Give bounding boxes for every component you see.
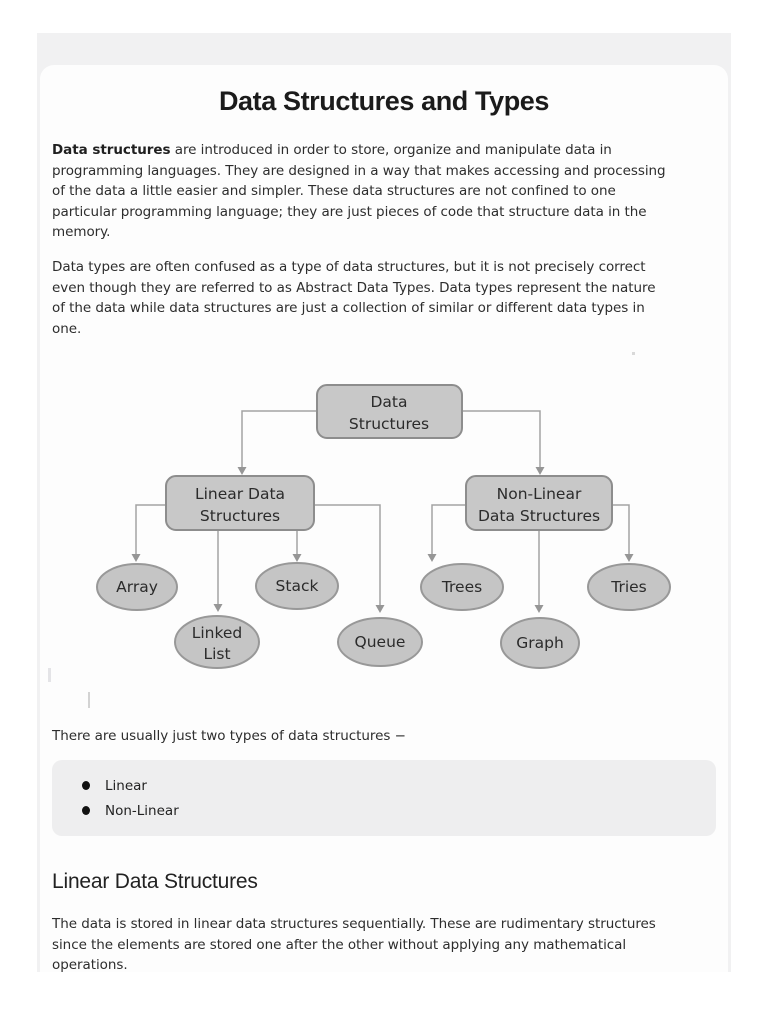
- text-line: Data types are often confused as a type …: [52, 259, 646, 275]
- list-item-label: Non-Linear: [105, 802, 179, 819]
- text-line: operations.: [52, 957, 128, 973]
- list-item-label: Linear: [105, 777, 147, 794]
- node-label: Structures: [349, 415, 429, 433]
- scan-artifact: [632, 352, 635, 355]
- diagram-node-root: Data Structures: [316, 384, 463, 439]
- diagram-node-nonlinear: Non-Linear Data Structures: [465, 475, 613, 531]
- diagram-node-queue: Queue: [337, 617, 423, 667]
- scan-artifact: [88, 692, 90, 708]
- node-label: Queue: [355, 633, 406, 651]
- diagram-node-tries: Tries: [587, 563, 671, 611]
- text-line: even though they are referred to as Abst…: [52, 279, 656, 296]
- node-label: List: [203, 645, 230, 663]
- text-line: Data structures are introduced in order …: [52, 140, 722, 161]
- node-label: Data: [370, 393, 407, 411]
- text-line: of the data while data structures are ju…: [52, 300, 645, 316]
- node-label: Array: [116, 578, 158, 596]
- types-list-box: Linear Non-Linear: [52, 760, 716, 836]
- diagram-connectors: [131, 410, 634, 613]
- text-line: There are usually just two types of data…: [52, 728, 406, 744]
- paragraph-data-types: Data types are often confused as a type …: [52, 257, 722, 339]
- diagram-node-array: Array: [96, 563, 178, 611]
- text-line: memory.: [52, 224, 111, 240]
- node-label: Trees: [441, 578, 482, 596]
- text-line: particular programming language; they ar…: [52, 203, 647, 220]
- types-intro-line: There are usually just two types of data…: [52, 726, 722, 747]
- node-label: Non-Linear: [497, 485, 582, 503]
- diagram-node-trees: Trees: [420, 563, 504, 611]
- scan-artifact: [48, 668, 51, 682]
- node-label: Tries: [610, 578, 646, 596]
- node-label: Stack: [276, 577, 319, 595]
- diagram-node-linked-list: Linked List: [174, 615, 260, 669]
- paragraph-linear-section: The data is stored in linear data struct…: [52, 914, 722, 976]
- diagram-node-stack: Stack: [255, 562, 339, 610]
- node-label: Linked: [192, 624, 243, 642]
- text-line: programming languages. They are designed…: [52, 162, 666, 179]
- list-item: Non-Linear: [82, 803, 716, 819]
- text-line: of the data a little easier and simpler.…: [52, 183, 616, 199]
- page-title: Data Structures and Types: [218, 86, 550, 116]
- paragraph-intro: Data structures are introduced in order …: [52, 140, 722, 243]
- document-page: Data Structures and Types Data structure…: [40, 65, 728, 973]
- section-heading-linear: Linear Data Structures: [52, 870, 258, 893]
- data-structures-diagram: Data Structures Linear Data Structures N…: [96, 384, 671, 669]
- diagram-node-graph: Graph: [500, 617, 580, 669]
- node-label: Structures: [200, 507, 280, 525]
- bold-lead-text: Data structures: [52, 142, 171, 158]
- bullet-icon: [82, 781, 90, 790]
- text-line: are introduced in order to store, organi…: [170, 142, 612, 158]
- diagram-node-linear: Linear Data Structures: [165, 475, 315, 531]
- node-label: Graph: [516, 634, 564, 652]
- node-label: Linear Data: [195, 485, 285, 503]
- text-line: since the elements are stored one after …: [52, 936, 627, 953]
- bullet-icon: [82, 806, 90, 815]
- node-label: Data Structures: [478, 507, 600, 525]
- list-item: Linear: [82, 778, 716, 794]
- text-line: The data is stored in linear data struct…: [52, 916, 656, 932]
- text-line: one.: [52, 320, 82, 337]
